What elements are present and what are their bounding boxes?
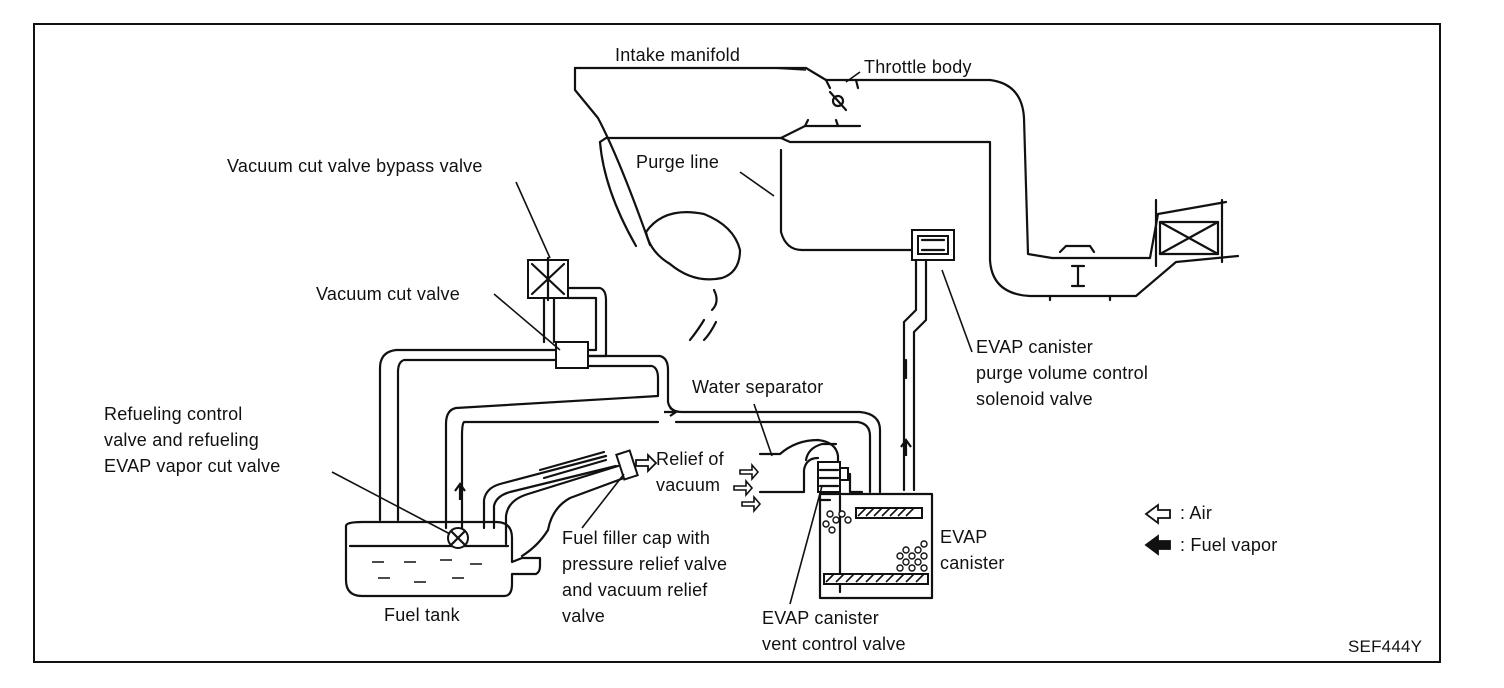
- vacuum-cut-bypass-valve: [527, 256, 569, 302]
- refueling-control-line: valve and refueling: [104, 430, 259, 450]
- vapor-lines: [378, 286, 882, 530]
- legend-air-label: : Air: [1180, 503, 1213, 523]
- filler-cap-line: and vacuum relief: [562, 580, 708, 600]
- vacuum-cut-bypass-label: Vacuum cut valve bypass valve: [227, 156, 483, 176]
- evap-vent-valve-label: EVAP canister vent control valve: [762, 605, 906, 657]
- throttle-body-label: Throttle body: [864, 57, 972, 77]
- vent-valve-line: vent control valve: [762, 634, 906, 654]
- filler-cap-line: valve: [562, 606, 606, 626]
- water-separator-label: Water separator: [692, 377, 824, 397]
- engine-head-sketch: [644, 211, 742, 342]
- diagram-frame: [33, 23, 1441, 663]
- purge-line-label: Purge line: [636, 152, 720, 172]
- relief-line: vacuum: [656, 475, 721, 495]
- evap-canister-label: EVAP canister: [940, 524, 1005, 576]
- fuel-tank-label: Fuel tank: [384, 605, 460, 625]
- filler-cap-line: pressure relief valve: [562, 554, 728, 574]
- relief-arrows: [733, 462, 762, 514]
- fuel-filler-neck: [504, 449, 658, 558]
- purge-solenoid-line: purge volume control: [976, 363, 1149, 383]
- purge-line-to-canister: [902, 258, 928, 492]
- figure-code: SEF444Y: [1348, 637, 1423, 656]
- intake-duct: [573, 66, 1240, 302]
- vacuum-cut-valve-label: Vacuum cut valve: [316, 284, 460, 304]
- legend-fuel-vapor-label: : Fuel vapor: [1180, 535, 1278, 555]
- refueling-control-line: Refueling control: [104, 404, 243, 424]
- intake-manifold-label: Intake manifold: [615, 45, 741, 65]
- refueling-control-label: Refueling control valve and refueling EV…: [104, 401, 280, 479]
- leader-lines: [331, 67, 973, 605]
- canister-line: EVAP: [940, 527, 988, 547]
- vacuum-cut-valve: [555, 341, 589, 369]
- filler-cap-line: Fuel filler cap with: [562, 528, 711, 548]
- relief-line: Relief of: [656, 449, 724, 469]
- relief-of-vacuum-label: Relief of vacuum: [656, 446, 724, 498]
- water-separator: [758, 438, 864, 494]
- fuel-tank: [344, 520, 542, 598]
- evap-purge-solenoid-label: EVAP canister purge volume control solen…: [976, 334, 1148, 412]
- purge-solenoid-valve: [911, 229, 955, 261]
- hollow-arrow-left-icon: [1144, 503, 1171, 525]
- purge-solenoid-line: EVAP canister: [976, 337, 1093, 357]
- refueling-control-line: EVAP vapor cut valve: [104, 456, 281, 476]
- evap-canister: [818, 492, 934, 600]
- solid-arrow-left-icon: [1144, 534, 1171, 556]
- purge-solenoid-line: solenoid valve: [976, 389, 1093, 409]
- canister-line: canister: [940, 553, 1005, 573]
- vent-valve-line: EVAP canister: [762, 608, 879, 628]
- legend-icons: [1144, 503, 1171, 556]
- fuel-filler-cap-label: Fuel filler cap with pressure relief val…: [562, 525, 727, 629]
